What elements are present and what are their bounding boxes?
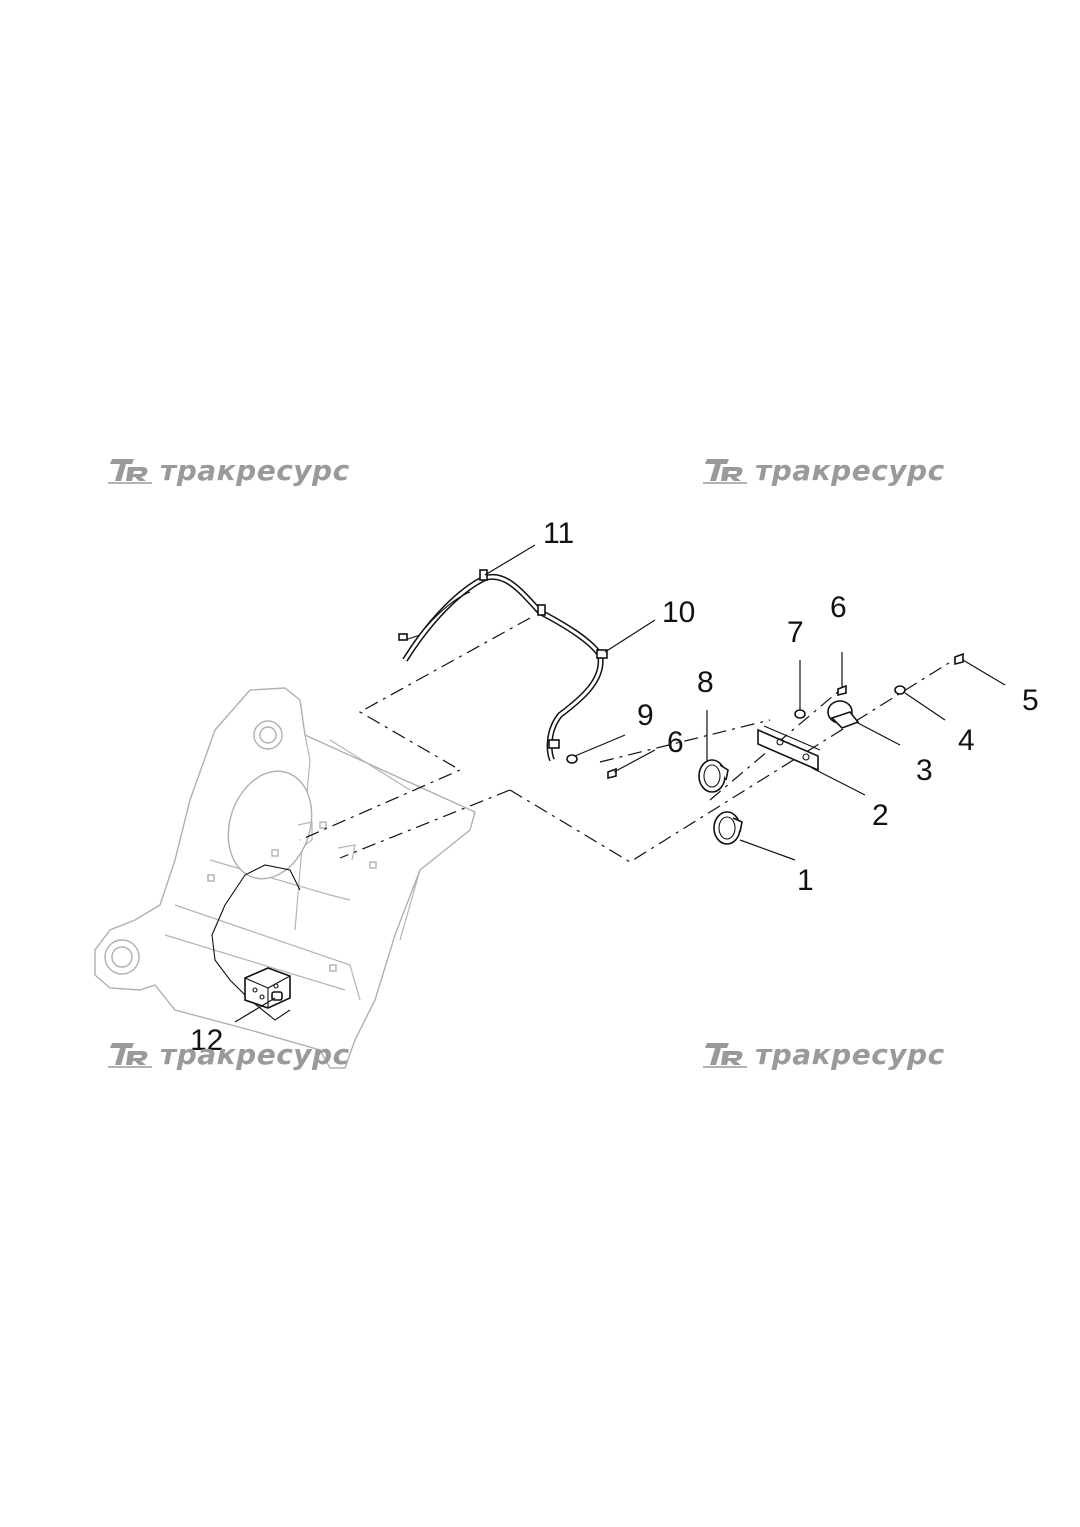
tr-monogram-icon	[703, 1043, 747, 1068]
washer-7	[794, 709, 806, 719]
callout-7: 7	[787, 616, 804, 649]
screw-6-upper	[837, 684, 847, 697]
callout-6-lower: 6	[667, 726, 684, 759]
callout-12: 12	[190, 1024, 223, 1057]
valve-block	[244, 967, 291, 1009]
horn-1	[713, 811, 743, 845]
watermark-text: тракресурс	[160, 1037, 350, 1071]
callout-6-upper: 6	[830, 591, 847, 624]
callout-9: 9	[637, 699, 654, 732]
watermark-text: тракресурс	[160, 453, 350, 487]
callout-2: 2	[872, 799, 889, 832]
callout-11: 11	[543, 517, 574, 550]
washer-9	[566, 754, 578, 764]
washer-4	[894, 685, 906, 695]
callout-labels: 1 2 3 4 5 6 6 7 8 9 10 11 12	[190, 517, 1039, 1057]
screw-6-lower	[607, 767, 617, 780]
watermark-bottom-left: тракресурс	[108, 1034, 350, 1074]
watermark-top-left: тракресурс	[108, 450, 350, 490]
horn-8	[698, 759, 729, 793]
callout-10: 10	[662, 596, 695, 629]
wiring-harness	[398, 569, 608, 762]
tr-monogram-icon	[108, 459, 152, 484]
watermark-text: тракресурс	[755, 1037, 945, 1071]
loader-frame	[94, 687, 476, 1069]
watermark-top-right: тракресурс	[703, 450, 945, 490]
tr-monogram-icon	[108, 1043, 152, 1068]
callout-4: 4	[958, 724, 975, 757]
bolt-5	[954, 652, 964, 666]
buzzer-3	[827, 700, 860, 729]
callout-8: 8	[697, 666, 714, 699]
callout-3: 3	[916, 754, 933, 787]
watermark-bottom-right: тракресурс	[703, 1034, 945, 1074]
bracket-2	[757, 725, 821, 772]
leader-lines	[234, 544, 1006, 1023]
tr-monogram-icon	[703, 459, 747, 484]
callout-1: 1	[797, 864, 814, 897]
watermark-text: тракресурс	[755, 453, 945, 487]
callout-5: 5	[1022, 684, 1039, 717]
